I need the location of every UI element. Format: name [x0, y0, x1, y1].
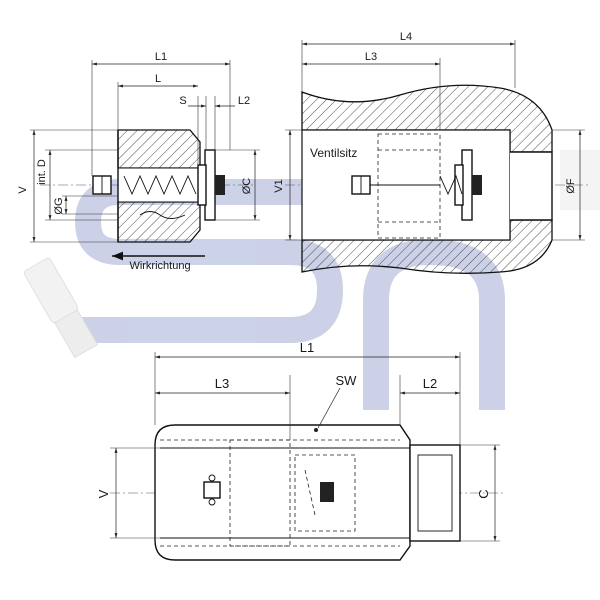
- label-C-top: ØC: [241, 178, 253, 195]
- label-L2-top: L2: [238, 95, 250, 107]
- label-L3-bottom: L3: [215, 376, 229, 391]
- label-F: ØF: [565, 178, 577, 194]
- label-flow-direction: Wirkrichtung: [129, 260, 190, 272]
- valve-insert: [377, 133, 441, 239]
- label-V1: V1: [273, 179, 285, 192]
- label-V-top: V: [17, 186, 29, 194]
- view-section-left: [30, 60, 260, 261]
- label-int-D: int. D: [36, 159, 48, 185]
- label-L2-bottom: L2: [423, 376, 437, 391]
- valve-seal: [215, 175, 225, 195]
- watermark-pipe: [24, 257, 99, 359]
- label-L4: L4: [400, 31, 412, 43]
- valve-plate: [197, 164, 207, 206]
- hex-body: [154, 424, 411, 561]
- label-S: S: [179, 95, 186, 107]
- threaded-end: [409, 444, 461, 542]
- pipe-wall-top: [301, 84, 553, 153]
- label-L: L: [155, 73, 161, 85]
- view-installed-right: [285, 40, 590, 274]
- label-L1-bottom: L1: [300, 340, 314, 355]
- label-L1-top: L1: [155, 51, 167, 63]
- label-L3-top: L3: [365, 51, 377, 63]
- view-outside-bottom: [110, 352, 505, 561]
- watermark-logo: [24, 150, 600, 410]
- label-SW: SW: [336, 373, 358, 388]
- label-valve-seat: Ventilsitz: [310, 146, 357, 160]
- pipe-wall-bottom: [301, 219, 553, 274]
- sw-leader: [317, 387, 341, 429]
- housing-bottom: [117, 201, 201, 243]
- label-V-bottom: V: [96, 489, 111, 498]
- label-C-bottom: C: [476, 489, 491, 498]
- label-G: ØG: [53, 197, 65, 214]
- valve-spring: [123, 174, 197, 196]
- housing-bore: [117, 167, 201, 203]
- housing-top: [117, 129, 201, 169]
